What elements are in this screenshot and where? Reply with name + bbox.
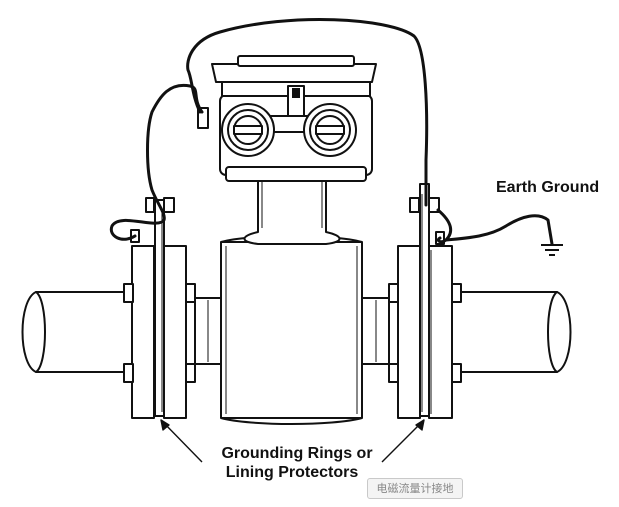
- watermark-badge: 电磁流量计接地: [367, 478, 463, 499]
- grounding-rings-label-line1: Grounding Rings or: [221, 445, 372, 462]
- earth-ground-symbol: [541, 244, 563, 256]
- right-ring-bolt: [409, 197, 440, 213]
- right-meter-flange: [388, 245, 421, 419]
- left-pipe: [21, 291, 133, 373]
- right-grounding-ring: [419, 183, 430, 417]
- right-spool: [361, 297, 390, 365]
- left-spool: [194, 297, 222, 365]
- left-grounding-ring: [154, 199, 165, 417]
- watermark-text: 电磁流量计接地: [376, 482, 454, 495]
- grounding-rings-label-line2: Lining Protectors: [226, 464, 359, 481]
- flowmeter-body: [220, 235, 363, 425]
- left-conduit-cap: [221, 103, 275, 157]
- right-pipe: [451, 291, 572, 373]
- left-meter-flange: [163, 245, 196, 419]
- ground-wires: [109, 18, 554, 246]
- right-conduit-cap: [303, 103, 357, 157]
- right-pipe-flange: [428, 245, 462, 419]
- leader-lines: [160, 419, 425, 463]
- meter-neck: [243, 171, 341, 245]
- left-ring-bolt: [145, 197, 175, 213]
- earth-ground-label: Earth Ground: [496, 179, 599, 196]
